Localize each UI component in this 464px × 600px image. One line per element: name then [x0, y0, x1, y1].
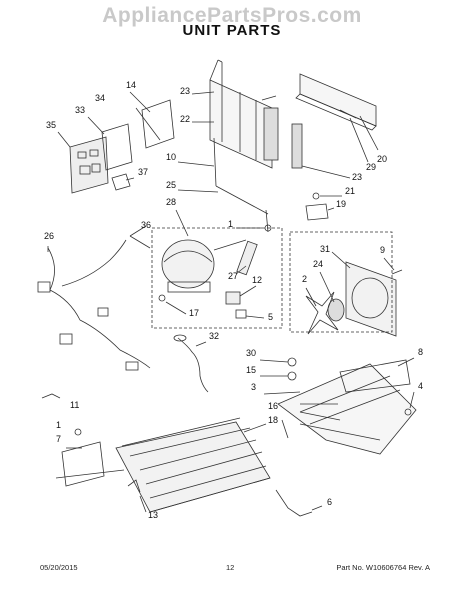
part-18-evaporator [115, 417, 271, 513]
part-17-grommet [158, 294, 187, 315]
callout-c15: 15 [246, 365, 256, 375]
callout-c20: 20 [377, 154, 387, 164]
callout-c32: 32 [209, 331, 219, 341]
callout-c7: 7 [56, 434, 61, 444]
callout-c28: 28 [166, 197, 176, 207]
part-28-compressor [161, 209, 247, 293]
callout-c17: 17 [189, 308, 199, 318]
part-37-clip [111, 173, 135, 191]
callout-c31: 31 [320, 244, 330, 254]
callout-c27: 27 [228, 271, 238, 281]
callout-c18: 18 [268, 415, 278, 425]
callout-c16: 16 [268, 401, 278, 411]
part-1-screw [236, 224, 272, 232]
callout-c10: 10 [166, 152, 176, 162]
callout-c14: 14 [126, 80, 136, 90]
callout-c23a: 23 [180, 86, 190, 96]
part-6-tube [275, 489, 323, 517]
part-26-wiring-harness [37, 239, 151, 371]
callout-c5: 5 [268, 312, 273, 322]
callout-c13: 13 [148, 510, 158, 520]
callout-c24: 24 [313, 259, 323, 269]
callout-c19: 19 [336, 199, 346, 209]
footer-part-number: Part No. W10606764 Rev. A [336, 563, 430, 572]
callout-c37: 37 [138, 167, 148, 177]
callout-c8: 8 [418, 347, 423, 357]
compressor-group-box [151, 227, 283, 329]
callout-c25: 25 [166, 180, 176, 190]
part-30-15-grommets [259, 357, 297, 381]
part-31-fan-shroud [289, 231, 397, 337]
callout-c1a: 1 [228, 219, 233, 229]
part-32-drain-tube [173, 334, 209, 393]
callout-c3: 3 [251, 382, 256, 392]
callout-c1b: 1 [56, 420, 61, 430]
callout-c12: 12 [252, 275, 262, 285]
watermark: AppliancePartsPros.com [102, 4, 362, 27]
part-20-29-bracket [295, 73, 379, 163]
part-11-tube [41, 393, 61, 399]
part-35-control-board [57, 131, 109, 194]
part-9-screw [383, 257, 403, 275]
callout-c6: 6 [327, 497, 332, 507]
part-2-fan-blade [305, 287, 339, 335]
footer-page-number: 12 [226, 563, 235, 572]
callout-c4: 4 [418, 381, 423, 391]
part-3-base-pan [263, 359, 417, 455]
callout-c23b: 23 [352, 172, 362, 182]
part-12-relay [225, 285, 265, 319]
callout-c9: 9 [380, 245, 385, 255]
part-24-fan-motor [319, 271, 345, 322]
callout-c36: 36 [141, 220, 151, 230]
callout-c26: 26 [44, 231, 54, 241]
callout-c30: 30 [246, 348, 256, 358]
callout-c33: 33 [75, 105, 85, 115]
callout-c29: 29 [366, 162, 376, 172]
part-23-drier [291, 123, 351, 179]
part-27-capacitor [235, 240, 258, 276]
part-36-wire [129, 225, 151, 249]
part-33-cover [87, 116, 133, 171]
callout-c11: 11 [70, 400, 79, 410]
footer-date: 05/20/2015 [40, 563, 78, 572]
part-14-34-bracket [129, 91, 175, 149]
callout-c21: 21 [345, 186, 355, 196]
part-4-screw [404, 391, 415, 416]
part-13-clip [127, 479, 147, 513]
part-19-21-clamp [305, 192, 342, 221]
part-16-screw [281, 419, 289, 439]
callout-c35: 35 [46, 120, 56, 130]
part-8-bracket [397, 357, 415, 367]
part-7-heater-bracket [55, 428, 125, 487]
callout-c34: 34 [95, 93, 105, 103]
part-22-condenser [191, 59, 279, 169]
callout-c22: 22 [180, 114, 190, 124]
callout-c2: 2 [302, 274, 307, 284]
page-title: UNIT PARTS [182, 22, 282, 39]
